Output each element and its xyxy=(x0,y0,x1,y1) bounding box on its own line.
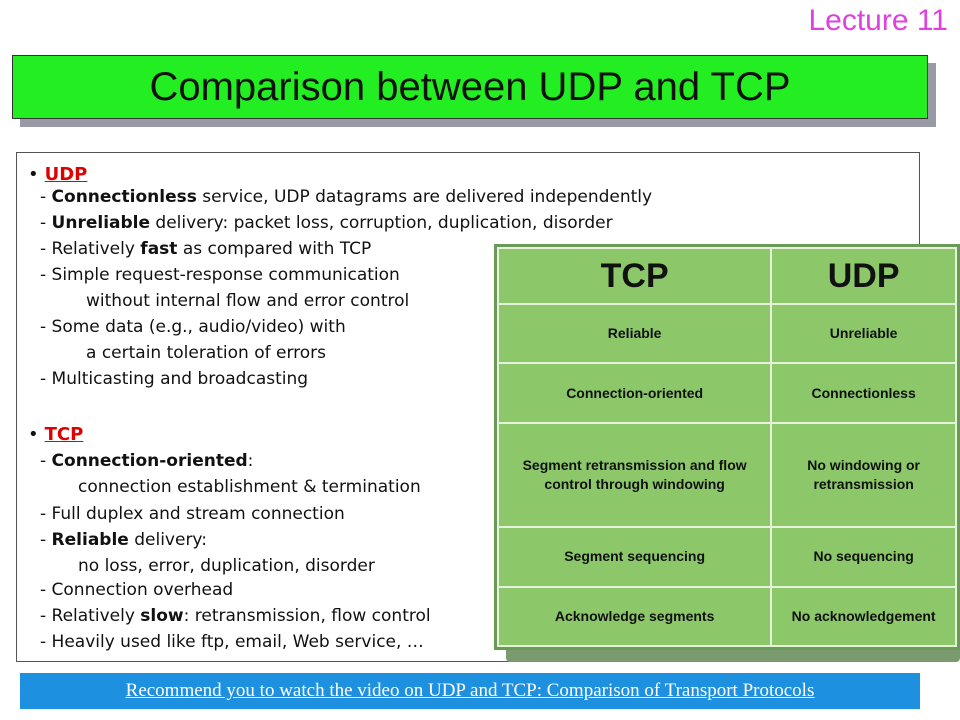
list-item: - Full duplex and stream connection xyxy=(40,504,345,524)
list-item: - Relatively slow: retransmission, flow … xyxy=(40,606,431,626)
line-text: delivery: xyxy=(128,530,207,550)
table-cell: Connectionless xyxy=(770,362,957,424)
line-text: - Relatively xyxy=(40,239,141,259)
list-item: - Some data (e.g., audio/video) with xyxy=(40,317,346,337)
page-title: Comparison between UDP and TCP xyxy=(149,64,791,109)
table-cell: Segment retransmission and flow control … xyxy=(496,421,773,529)
table-cell: Acknowledge segments xyxy=(496,585,773,648)
list-item: - Heavily used like ftp, email, Web serv… xyxy=(40,632,424,652)
line-text: a certain toleration of errors xyxy=(86,343,327,363)
line-text: - xyxy=(40,451,52,471)
list-item: - Unreliable delivery: packet loss, corr… xyxy=(40,213,613,233)
list-item: - Simple request-response communication xyxy=(40,265,400,285)
line-text: - Connection overhead xyxy=(40,580,234,600)
table-cell: No windowing or retransmission xyxy=(770,421,957,529)
bullet-dot-icon: • xyxy=(28,164,39,185)
line-text: - Simple request-response communication xyxy=(40,265,400,285)
list-item: connection establishment & termination xyxy=(78,477,421,497)
list-item: - Multicasting and broadcasting xyxy=(40,369,308,389)
udp-heading-text: UDP xyxy=(44,164,88,185)
line-text: without internal flow and error control xyxy=(86,291,410,311)
line-text: as compared with TCP xyxy=(177,239,372,259)
list-item: - Connection-oriented: xyxy=(40,451,253,471)
line-text: - xyxy=(40,213,52,233)
lecture-label: Lecture 11 xyxy=(808,4,948,37)
line-text: - Heavily used like ftp, email, Web serv… xyxy=(40,632,424,652)
line-bold-text: fast xyxy=(140,239,178,259)
table-header-tcp: TCP xyxy=(496,247,773,305)
table-row: Acknowledge segments No acknowledgement xyxy=(496,585,957,648)
line-text: no loss, error, duplication, disorder xyxy=(78,556,375,576)
line-bold-text: Unreliable xyxy=(51,213,151,233)
line-text: : retransmission, flow control xyxy=(183,606,431,626)
table-row: Segment retransmission and flow control … xyxy=(496,421,957,529)
list-item: no loss, error, duplication, disorder xyxy=(78,556,375,576)
table-cell: No acknowledgement xyxy=(770,585,957,648)
line-bold-text: Connection-oriented xyxy=(51,451,248,471)
list-item: - Connection overhead xyxy=(40,580,233,600)
table-cell: No sequencing xyxy=(770,526,957,588)
line-text: delivery: packet loss, corruption, dupli… xyxy=(150,213,613,233)
line-bold-text: Reliable xyxy=(51,530,129,550)
line-bold-text: Connectionless xyxy=(51,187,197,207)
line-text: : xyxy=(247,451,254,471)
list-item: without internal flow and error control xyxy=(86,291,409,311)
footer-banner: Recommend you to watch the video on UDP … xyxy=(20,673,920,709)
table-cell: Unreliable xyxy=(770,302,957,365)
bullet-dot-icon: • xyxy=(28,424,39,445)
comparison-table: TCP UDP Reliable Unreliable Connection-o… xyxy=(494,244,960,650)
line-text: service, UDP datagrams are delivered ind… xyxy=(196,187,653,207)
line-text: connection establishment & termination xyxy=(78,477,421,497)
video-link[interactable]: Recommend you to watch the video on UDP … xyxy=(125,680,815,701)
table-cell: Connection-oriented xyxy=(496,362,773,424)
table-cell: Reliable xyxy=(496,302,773,365)
udp-heading: •UDP xyxy=(28,164,87,185)
table-row: Connection-oriented Connectionless xyxy=(496,362,957,424)
line-text: - Full duplex and stream connection xyxy=(40,504,345,524)
list-item: a certain toleration of errors xyxy=(86,343,326,363)
line-bold-text: slow xyxy=(140,606,184,626)
line-text: - xyxy=(40,187,52,207)
list-item: - Connectionless service, UDP datagrams … xyxy=(40,187,652,207)
line-text: - Multicasting and broadcasting xyxy=(40,369,309,389)
line-text: - xyxy=(40,530,52,550)
table-row: Segment sequencing No sequencing xyxy=(496,526,957,588)
list-item: - Reliable delivery: xyxy=(40,530,207,550)
tcp-heading-text: TCP xyxy=(44,424,84,445)
table-header-udp: UDP xyxy=(770,247,957,305)
tcp-heading: •TCP xyxy=(28,424,83,445)
table-row: Reliable Unreliable xyxy=(496,302,957,365)
line-text: - Relatively xyxy=(40,606,141,626)
list-item: - Relatively fast as compared with TCP xyxy=(40,239,371,259)
title-banner: Comparison between UDP and TCP xyxy=(12,55,928,119)
line-text: - Some data (e.g., audio/video) with xyxy=(40,317,346,337)
table-cell: Segment sequencing xyxy=(496,526,773,588)
